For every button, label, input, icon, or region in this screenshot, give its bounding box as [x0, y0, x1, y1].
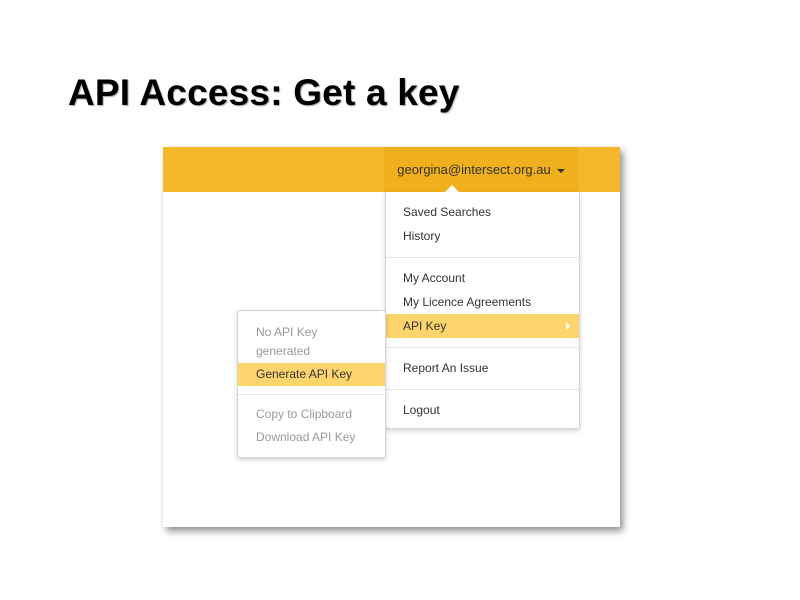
menu-item-api-key-label: API Key	[403, 319, 447, 333]
app-screenshot: georgina@intersect.org.au Saved Searches…	[163, 147, 620, 527]
generate-api-key-button[interactable]: Generate API Key	[238, 363, 385, 386]
slide-title: API Access: Get a key	[68, 72, 460, 113]
caret-right-icon	[566, 322, 570, 330]
user-email: georgina@intersect.org.au	[397, 162, 551, 177]
menu-divider	[386, 389, 579, 390]
menu-item-api-key[interactable]: API Key	[386, 314, 579, 338]
download-api-key-button: Download API Key	[256, 430, 356, 444]
menu-item-history[interactable]: History	[403, 229, 441, 243]
dropdown-arrow-icon	[445, 185, 459, 192]
api-key-status-text: No API Key generated	[256, 325, 318, 358]
user-dropdown-menu: Saved Searches History My Account My Lic…	[385, 192, 580, 429]
menu-item-saved-searches[interactable]: Saved Searches	[403, 205, 492, 219]
menu-item-report-issue[interactable]: Report An Issue	[403, 361, 489, 375]
submenu-divider	[238, 394, 385, 395]
menu-item-licence-agreements[interactable]: My Licence Agreements	[403, 295, 532, 309]
menu-item-logout[interactable]: Logout	[403, 403, 440, 417]
top-navbar: georgina@intersect.org.au	[163, 147, 620, 192]
caret-down-icon	[556, 168, 565, 173]
copy-to-clipboard-button: Copy to Clipboard	[256, 407, 353, 421]
api-key-submenu: No API Key generated Generate API Key Co…	[237, 310, 386, 458]
menu-item-my-account[interactable]: My Account	[403, 271, 466, 285]
menu-divider	[386, 257, 579, 258]
menu-divider	[386, 347, 579, 348]
user-menu-toggle[interactable]: georgina@intersect.org.au	[384, 147, 578, 192]
